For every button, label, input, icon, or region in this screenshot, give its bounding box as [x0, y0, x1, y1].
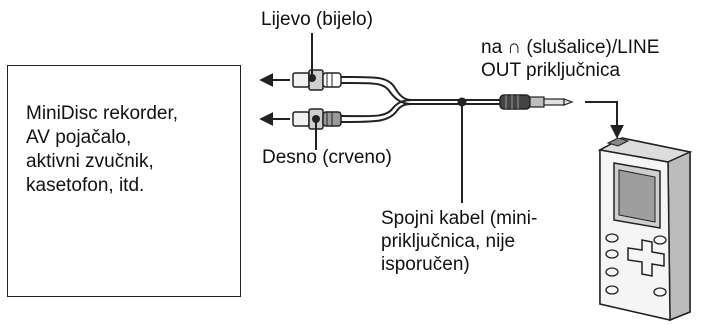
device-box: MiniDisc rekorder, AV pojačalo, aktivni … [7, 65, 241, 297]
device-box-text: MiniDisc rekorder, AV pojačalo, aktivni … [26, 103, 179, 196]
label-left-channel: Lijevo (bijelo) [261, 9, 373, 30]
mini-jack-plug-icon [499, 94, 574, 110]
label-output-jack: na ∩ (slušalice)/LINE OUT priključnica [481, 37, 660, 81]
rca-plug-white-icon [292, 69, 342, 91]
label-right-channel: Desno (crveno) [262, 147, 392, 168]
music-player-icon [597, 137, 693, 322]
audio-cable [340, 75, 500, 123]
label-cable: Spojni kabel (mini- priključnica, nije i… [381, 208, 538, 275]
arrow-to-player [585, 101, 624, 139]
